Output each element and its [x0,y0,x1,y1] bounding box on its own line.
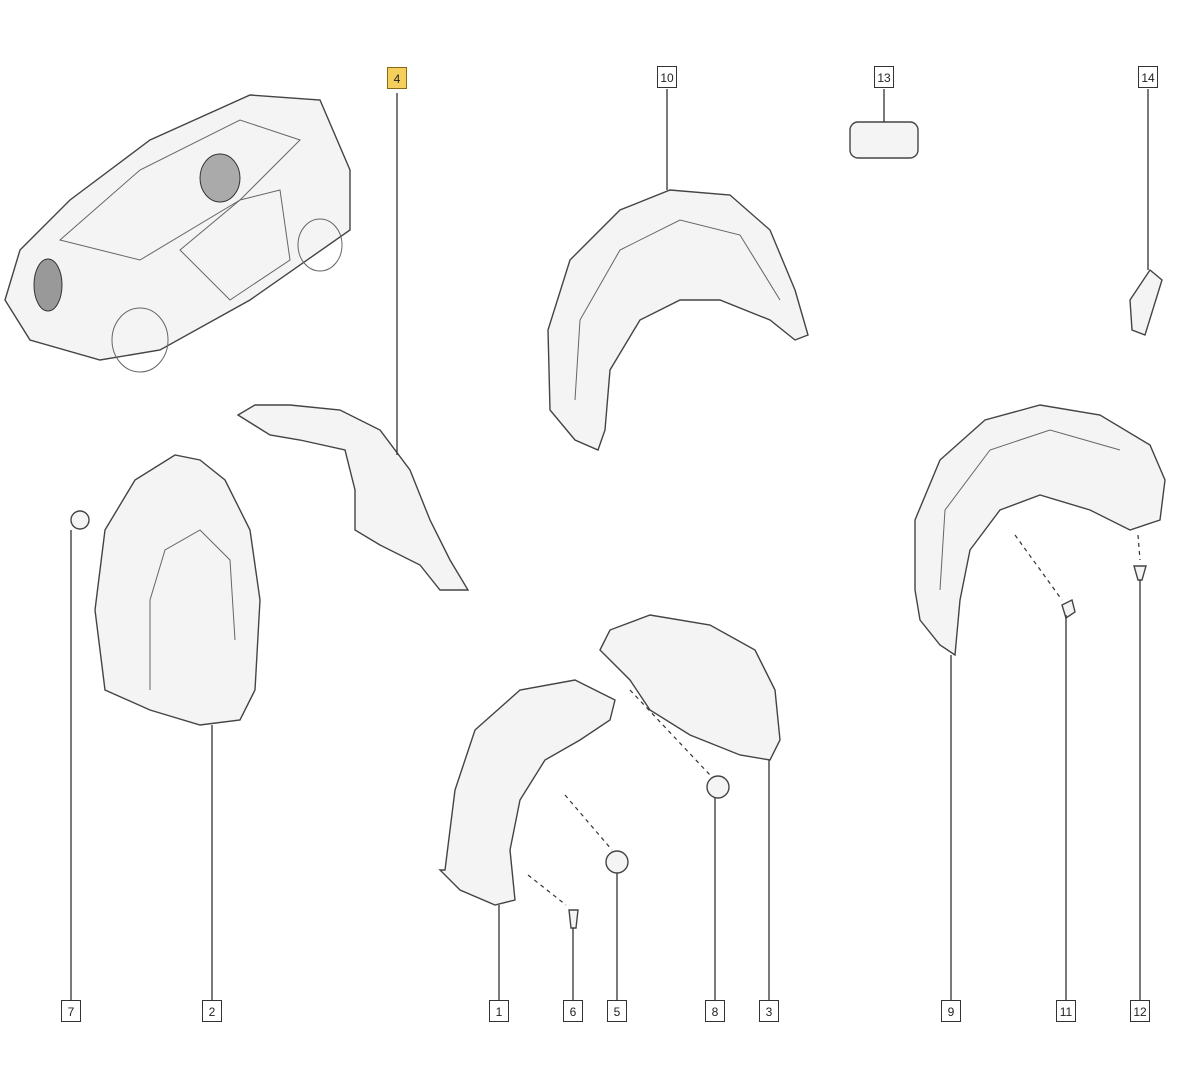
callout-10[interactable]: 10 [657,66,677,88]
callout-4[interactable]: 4 [387,67,407,89]
callout-2[interactable]: 2 [202,1000,222,1022]
callout-5[interactable]: 5 [607,1000,627,1022]
part-1-liner[interactable] [438,679,616,906]
part-14-clip[interactable] [1129,268,1163,336]
callout-6[interactable]: 6 [563,1000,583,1022]
callout-9[interactable]: 9 [941,1000,961,1022]
part-13-clip[interactable] [849,121,919,159]
callout-7[interactable]: 7 [61,1000,81,1022]
callout-8[interactable]: 8 [705,1000,725,1022]
part-3-liner[interactable] [599,614,781,761]
callout-12[interactable]: 12 [1130,1000,1150,1022]
part-9-liner[interactable] [914,404,1166,657]
callout-14[interactable]: 14 [1138,66,1158,88]
part-2-liner[interactable] [94,454,261,726]
leader-lines [70,89,1149,1000]
part-10-liner[interactable] [547,189,809,451]
car-illustration [4,94,351,373]
callout-13[interactable]: 13 [874,66,894,88]
part-4-liner[interactable] [236,404,470,591]
callout-11[interactable]: 11 [1056,1000,1076,1022]
fasteners [70,510,1147,929]
callout-1[interactable]: 1 [489,1000,509,1022]
callout-3[interactable]: 3 [759,1000,779,1022]
